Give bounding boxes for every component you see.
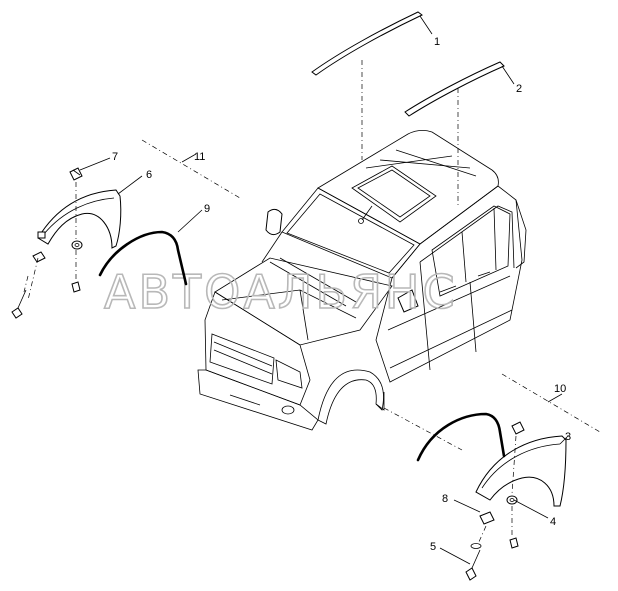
callout-8: 8 xyxy=(442,493,448,505)
front-bolt xyxy=(11,289,27,319)
roof-rail-right xyxy=(404,61,505,117)
callout-4: 4 xyxy=(550,516,556,528)
front-nut xyxy=(32,251,46,263)
callout-10: 10 xyxy=(554,383,566,395)
front-fender-flare xyxy=(37,189,122,249)
rear-screw xyxy=(509,537,519,549)
callout-7: 7 xyxy=(112,151,118,163)
vehicle-body xyxy=(197,130,527,431)
callout-5: 5 xyxy=(430,541,436,553)
callout-11: 11 xyxy=(194,151,205,163)
callout-6: 6 xyxy=(146,169,152,181)
watermark-text: АВТОАЛЬЯНС xyxy=(104,265,458,319)
rear-washer xyxy=(506,495,518,505)
front-clip xyxy=(69,167,83,181)
rear-arch-trim xyxy=(416,412,506,462)
rear-bolt xyxy=(465,543,482,581)
callout-9: 9 xyxy=(204,203,210,215)
callout-2: 2 xyxy=(516,83,522,95)
front-arch-trim xyxy=(98,230,188,286)
roof-rail-left xyxy=(311,11,423,76)
front-washer xyxy=(71,240,83,250)
rear-fender-flare xyxy=(475,435,567,507)
rear-clip xyxy=(511,421,525,435)
rear-nut xyxy=(479,511,495,525)
callout-1: 1 xyxy=(434,36,440,48)
callout-3: 3 xyxy=(565,431,571,443)
front-screw xyxy=(71,281,81,293)
